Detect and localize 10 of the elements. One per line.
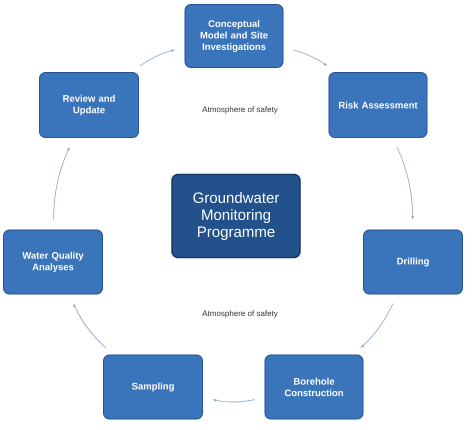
process-box: Water Quality Analyses: [3, 229, 103, 294]
process-box: Risk Assessment: [328, 72, 428, 138]
process-box: Conceptual Model and Site Investigations: [184, 4, 284, 68]
process-box: Drilling: [363, 229, 463, 294]
note-text: Atmosphere of safety: [202, 106, 278, 114]
center-box: Groundwater Monitoring Programme: [171, 174, 301, 258]
process-box: Review and Update: [39, 72, 139, 138]
process-box: Borehole Construction: [264, 354, 364, 420]
process-box: Sampling: [103, 354, 203, 420]
note-text: Atmosphere of safety: [202, 310, 278, 318]
